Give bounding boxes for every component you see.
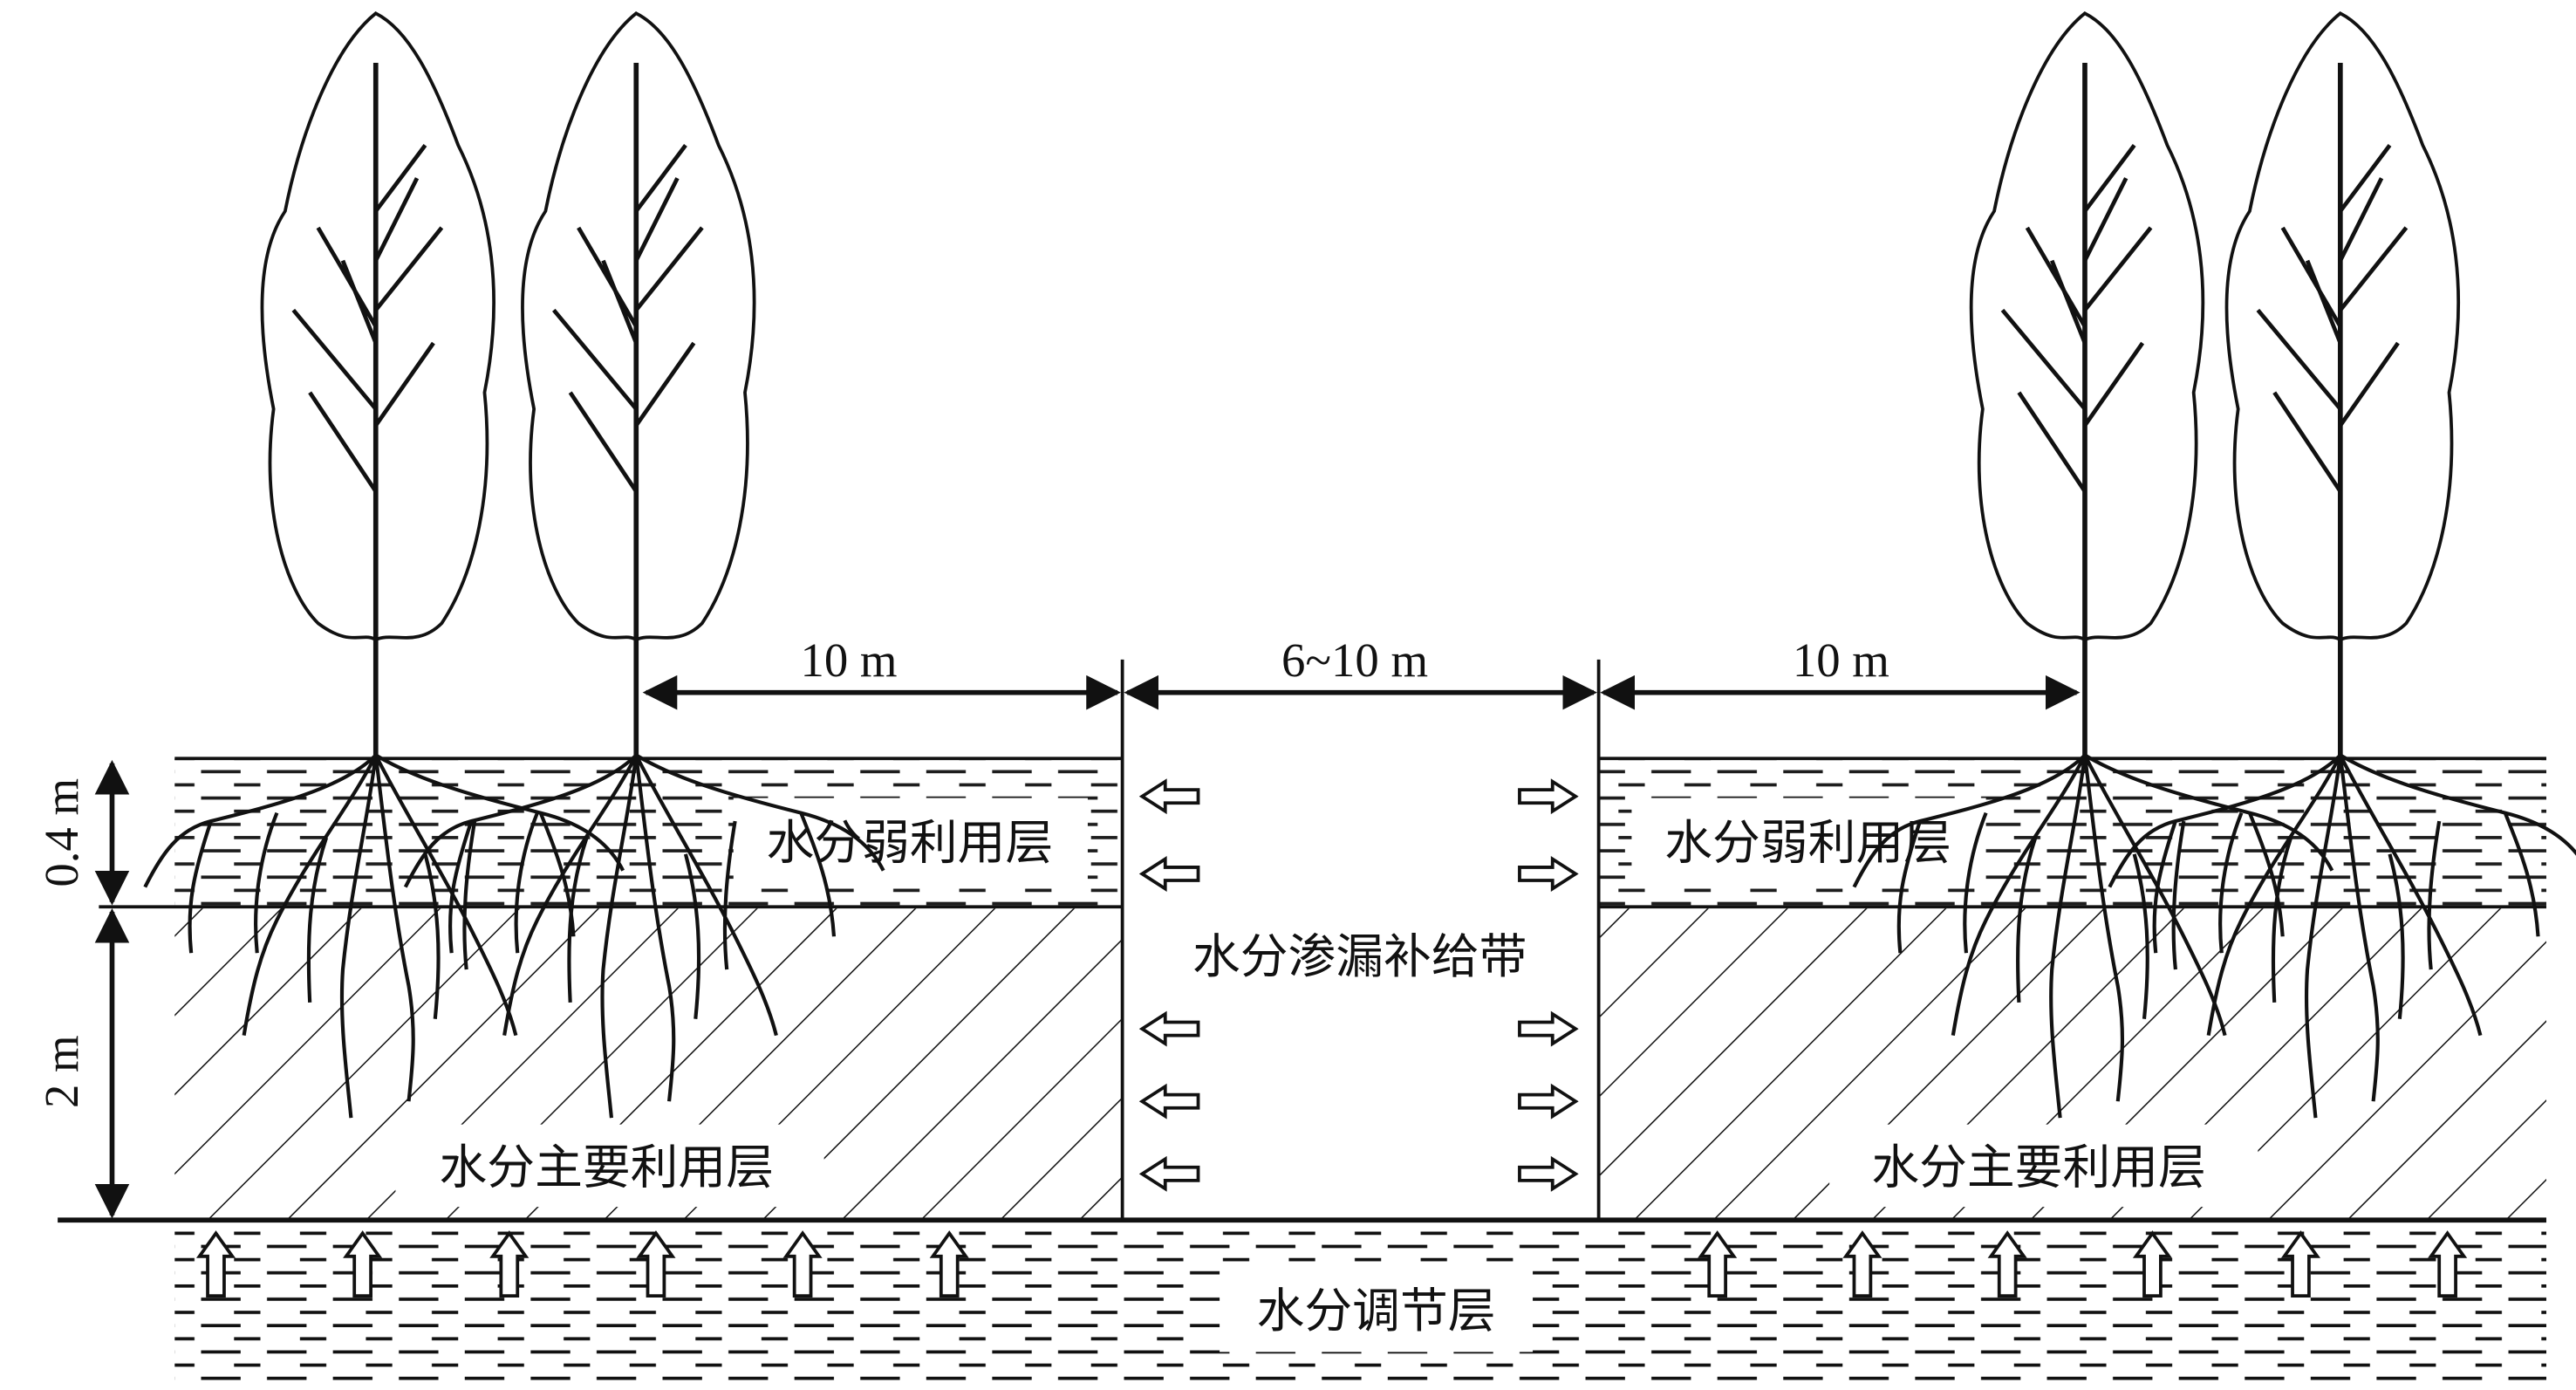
weak-layer-left-label: 水分弱利用层 xyxy=(767,814,1054,870)
arrow-left-icon xyxy=(1140,1012,1200,1045)
main-layer-right-pad xyxy=(1829,1124,2258,1208)
regulation-layer-label: 水分调节层 xyxy=(1257,1283,1496,1339)
arrow-right-icon xyxy=(1518,1085,1578,1119)
arrow-right-icon xyxy=(1518,1012,1578,1045)
arrow-left-icon xyxy=(1140,857,1200,891)
arrow-left-icon xyxy=(1140,1157,1200,1191)
left-spacing-label: 10 m xyxy=(800,633,897,687)
arrow-right-icon xyxy=(1518,1157,1578,1191)
arrow-right-icon xyxy=(1518,857,1578,891)
arrow-left-icon xyxy=(1140,779,1200,813)
recharge-zone-label: 水分渗漏补给带 xyxy=(1192,928,1527,984)
arrow-left-icon xyxy=(1140,1085,1200,1119)
arrow-right-icon xyxy=(1518,779,1578,813)
left-soil-block xyxy=(174,758,1123,1219)
center-width-label: 6~10 m xyxy=(1281,633,1428,687)
right-spacing-label: 10 m xyxy=(1793,633,1889,687)
weak-layer-right-pad xyxy=(1631,798,1986,881)
main-layer-right-label: 水分主要利用层 xyxy=(1871,1140,2205,1195)
top-layer-depth-label: 0.4 m xyxy=(35,778,88,887)
regulation-layer-pad xyxy=(1220,1269,1534,1352)
main-layer-depth-label: 2 m xyxy=(35,1035,88,1108)
weak-layer-right-label: 水分弱利用层 xyxy=(1664,814,1951,870)
main-layer-left-pad xyxy=(395,1124,824,1208)
main-layer-left-label: 水分主要利用层 xyxy=(440,1140,774,1195)
